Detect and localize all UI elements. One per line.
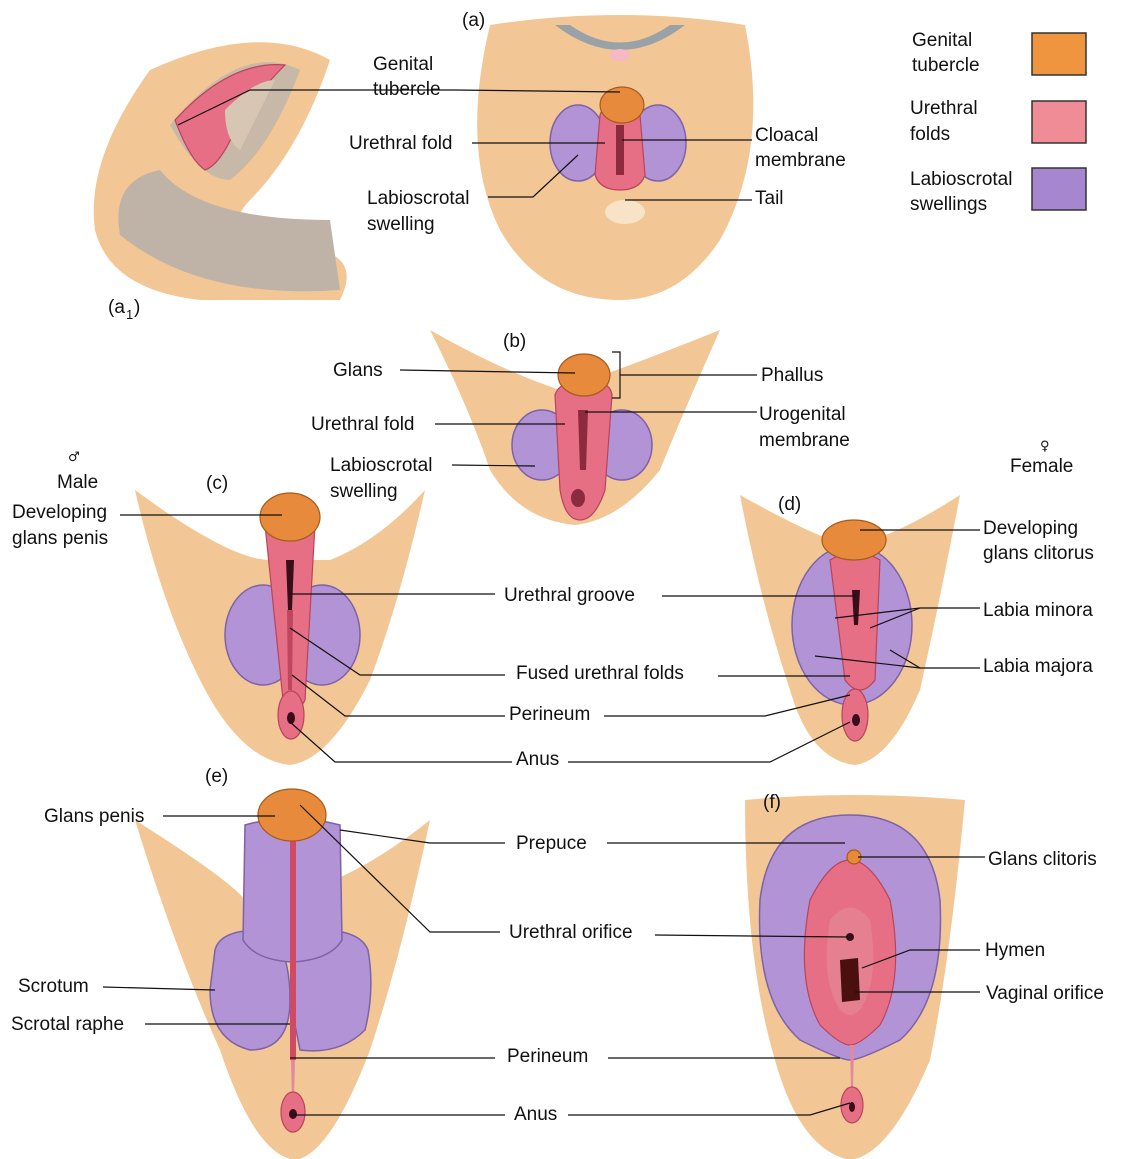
legend-swatch-genital-tubercle xyxy=(1032,33,1086,75)
label-labia-minora: Labia minora xyxy=(983,600,1093,621)
legend: Genital tubercle Urethral folds Labioscr… xyxy=(910,30,1086,215)
panel-b-label: (b) xyxy=(503,331,526,352)
label-prepuce: Prepuce xyxy=(516,833,587,854)
sagittal-view-a1 xyxy=(94,42,347,300)
label-labioscrotal-b-1: Labioscrotal xyxy=(330,455,432,476)
illustration-f xyxy=(745,795,965,1159)
legend-swatch-labioscrotal xyxy=(1032,168,1086,210)
panel-d-label: (d) xyxy=(778,494,801,515)
panel-a1-subscript: 1 xyxy=(126,307,133,322)
label-urogenital-membrane-1: Urogenital xyxy=(759,404,846,425)
female-symbol: ♀ xyxy=(1040,439,1050,454)
label-urethral-fold-b: Urethral fold xyxy=(311,414,415,435)
label-vaginal-orifice: Vaginal orifice xyxy=(986,983,1104,1004)
label-hymen: Hymen xyxy=(985,940,1045,961)
label-labia-majora: Labia majora xyxy=(983,656,1093,677)
male-symbol: ♂ xyxy=(68,450,80,465)
label-developing-glans-penis-1: Developing xyxy=(12,502,107,523)
legend-labioscrotal-1: Labioscrotal xyxy=(910,169,1012,190)
legend-genital-tubercle-1: Genital xyxy=(912,30,972,51)
label-tail: Tail xyxy=(755,188,784,209)
label-genital-tubercle-1: Genital xyxy=(373,54,433,75)
label-developing-glans-clitorus-2: glans clitorus xyxy=(983,543,1094,564)
label-anus-ef: Anus xyxy=(514,1104,557,1125)
label-labioscrotal-b-2: swelling xyxy=(330,481,398,502)
label-phallus: Phallus xyxy=(761,365,823,386)
illustration-c xyxy=(135,490,425,765)
legend-swatch-urethral-folds xyxy=(1032,101,1086,143)
label-glans: Glans xyxy=(333,360,383,381)
panel-label-a1: (a 1 ) xyxy=(108,297,140,322)
label-developing-glans-clitorus-1: Developing xyxy=(983,518,1078,539)
panel-a-label: (a) xyxy=(462,10,485,31)
label-perineum-c: Perineum xyxy=(509,704,590,725)
frontal-view-a xyxy=(477,15,753,300)
label-perineum-ef: Perineum xyxy=(507,1046,588,1067)
label-glans-penis: Glans penis xyxy=(44,806,144,827)
legend-urethral-folds-2: folds xyxy=(910,124,950,145)
panel-f-label: (f) xyxy=(763,792,781,813)
illustration-b xyxy=(430,330,720,525)
label-urethral-orifice: Urethral orifice xyxy=(509,922,633,943)
label-cloacal-membrane-2: membrane xyxy=(755,150,846,171)
label-scrotal-raphe: Scrotal raphe xyxy=(11,1014,124,1035)
label-urethral-groove: Urethral groove xyxy=(504,585,635,606)
label-fused-urethral-folds: Fused urethral folds xyxy=(516,663,684,684)
label-glans-clitoris: Glans clitoris xyxy=(988,849,1097,870)
illustration-d xyxy=(740,495,960,765)
panel-e-label: (e) xyxy=(205,766,228,787)
label-developing-glans-penis-2: glans penis xyxy=(12,528,108,549)
panel-a1-close: ) xyxy=(134,297,140,318)
label-anus-c: Anus xyxy=(516,749,559,770)
male-heading: Male xyxy=(57,472,98,493)
label-urogenital-membrane-2: membrane xyxy=(759,430,850,451)
legend-genital-tubercle-2: tubercle xyxy=(912,55,980,76)
label-labioscrotal-swelling-a-2: swelling xyxy=(367,214,435,235)
label-cloacal-membrane-1: Cloacal xyxy=(755,125,818,146)
legend-labioscrotal-2: swellings xyxy=(910,194,987,215)
label-labioscrotal-swelling-a-1: Labioscrotal xyxy=(367,188,469,209)
panel-c-label: (c) xyxy=(206,473,228,494)
label-urethral-fold-a: Urethral fold xyxy=(349,133,453,154)
label-scrotum: Scrotum xyxy=(18,976,89,997)
female-heading: Female xyxy=(1010,456,1073,477)
legend-urethral-folds-1: Urethral xyxy=(910,98,978,119)
panel-a1-text: (a xyxy=(108,297,125,318)
illustration-e xyxy=(135,789,430,1159)
